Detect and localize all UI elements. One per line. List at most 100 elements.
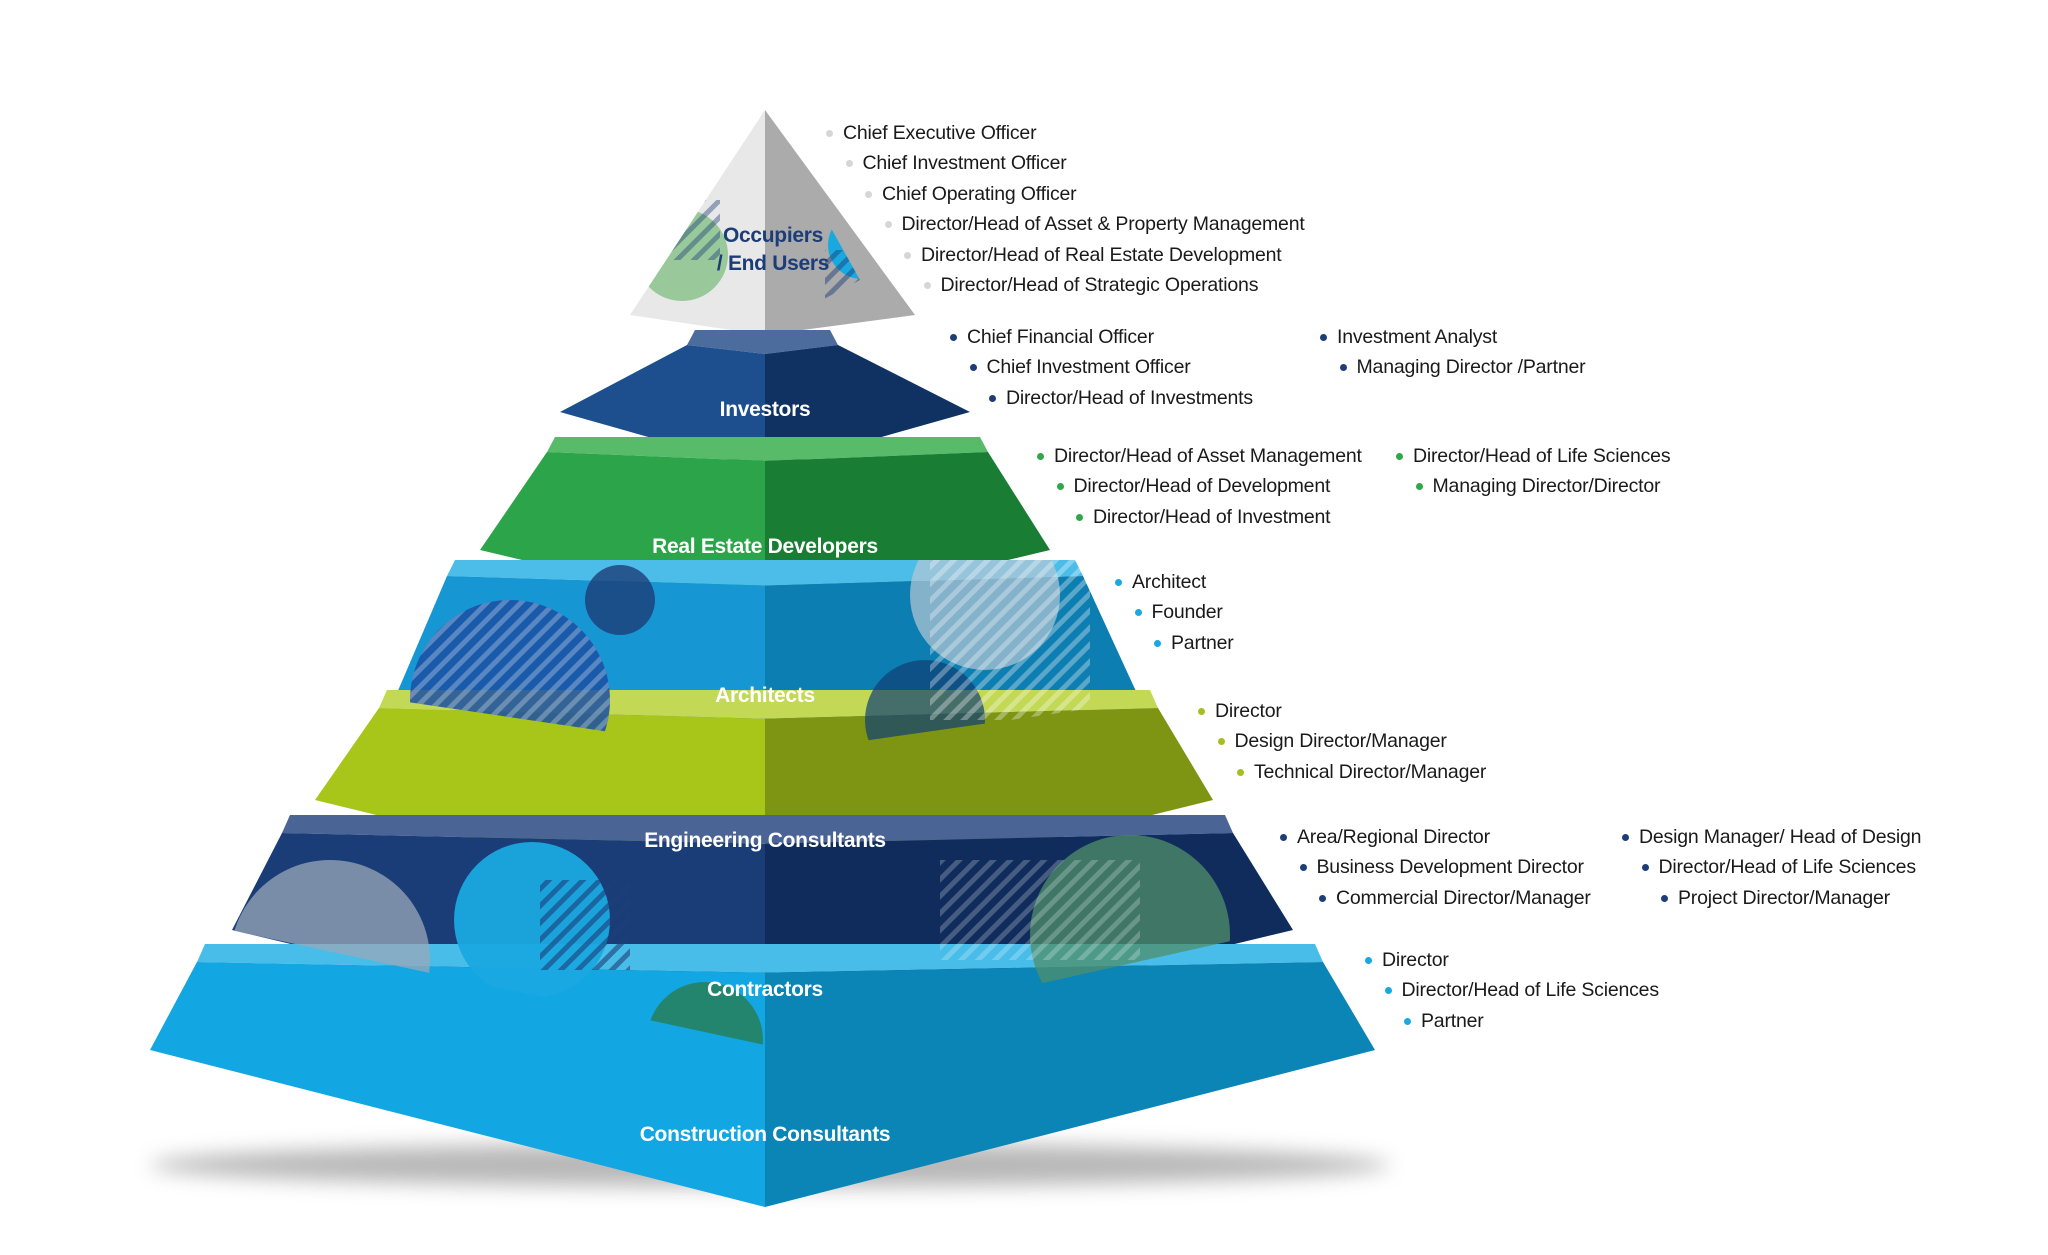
bullet-dot-icon (969, 364, 977, 372)
role-text: Investment Analyst (1337, 326, 1498, 348)
tier-construction-consultants-left-face (150, 962, 765, 1207)
bullet-dot-icon (826, 130, 833, 137)
bullet-dot-icon (1661, 894, 1668, 902)
role-item: Director/Head of Life Sciences (1622, 852, 1921, 882)
bullet-dot-icon (1404, 1017, 1411, 1025)
role-item: Chief Financial Officer (950, 322, 1253, 352)
bullet-dot-icon (1237, 768, 1244, 776)
role-text: Director (1382, 949, 1449, 971)
role-item: Director/Head of Development (1037, 471, 1362, 501)
role-text: Chief Financial Officer (967, 326, 1154, 348)
role-text: Director (1215, 700, 1282, 722)
role-item: Founder (1115, 597, 1234, 627)
role-text: Technical Director/Manager (1254, 760, 1487, 783)
bullet-dot-icon (884, 221, 892, 229)
bullet-dot-icon (1115, 579, 1122, 586)
role-text: Director/Head of Strategic Operations (940, 273, 1259, 296)
role-item: Area/Regional Director (1280, 822, 1591, 852)
role-item: Director/Head of Asset Management (1037, 441, 1362, 471)
role-text: Design Manager/ Head of Design (1639, 826, 1922, 848)
bullet-dot-icon (904, 251, 911, 259)
bullet-dot-icon (1299, 864, 1307, 872)
role-item: Architect (1115, 567, 1234, 597)
role-item: Director/Head of Life Sciences (1365, 975, 1659, 1005)
bullet-dot-icon (845, 160, 853, 168)
role-item: Director/Head of Investments (950, 383, 1253, 413)
role-text: Managing Director /Partner (1356, 356, 1586, 379)
role-text: Partner (1171, 631, 1234, 654)
role-text: Commercial Director/Manager (1336, 886, 1591, 909)
bullet-dot-icon (1198, 708, 1205, 715)
bullet-dot-icon (1415, 483, 1423, 491)
bullet-dot-icon (865, 190, 872, 198)
bullet-dot-icon (1384, 987, 1392, 995)
role-item: Project Director/Manager (1622, 883, 1921, 913)
role-text: Director/Head of Life Sciences (1658, 856, 1917, 879)
tier-label-investors: Investors (719, 398, 811, 421)
bullet-dot-icon (1396, 453, 1403, 460)
tier-label-contractors: Contractors (707, 978, 823, 1001)
tier-investors-rim (687, 330, 838, 354)
bullet-dot-icon (1641, 864, 1649, 872)
role-item: Commercial Director/Manager (1280, 883, 1591, 913)
bullet-dot-icon (950, 334, 957, 341)
role-item: Director/Head of Real Estate Development (826, 240, 1305, 270)
bullet-dot-icon (989, 394, 996, 402)
role-text: Director/Head of Life Sciences (1413, 445, 1671, 467)
tier-label-architects: Architects (715, 684, 815, 707)
role-item: Managing Director/Director (1396, 471, 1670, 501)
role-text: Area/Regional Director (1297, 826, 1490, 848)
role-text: Architect (1132, 571, 1207, 593)
bullet-dot-icon (1365, 957, 1372, 964)
tier-label-construction-consultants: Construction Consultants (639, 1123, 891, 1146)
role-item: Director (1198, 696, 1486, 726)
bullet-dot-icon (1037, 453, 1044, 460)
role-item: Director/Head of Asset & Property Manage… (826, 209, 1305, 239)
role-item: Chief Operating Officer (826, 179, 1305, 209)
bullet-dot-icon (1319, 894, 1326, 902)
role-item: Partner (1115, 628, 1234, 658)
tier-real-estate-developers-rim (547, 437, 988, 461)
tier-occupiers-right-face (765, 110, 915, 335)
role-item: Chief Investment Officer (826, 148, 1305, 178)
role-text: Director/Head of Investment (1093, 505, 1331, 528)
role-text: Director/Head of Asset Management (1054, 445, 1362, 467)
bullet-dot-icon (1154, 639, 1161, 647)
role-item: Design Director/Manager (1198, 726, 1486, 756)
role-text: Chief Investment Officer (986, 356, 1191, 379)
role-item: Technical Director/Manager (1198, 757, 1486, 787)
tier-label-real-estate-developers: Real Estate Developers (652, 535, 878, 558)
bullet-dot-icon (1280, 834, 1287, 841)
bullet-dot-icon (1622, 834, 1629, 841)
role-text: Chief Operating Officer (882, 182, 1077, 205)
tier-contractors-rim (282, 815, 1233, 844)
bullet-dot-icon (923, 281, 931, 289)
role-item: Design Manager/ Head of Design (1622, 822, 1922, 852)
role-item: Chief Executive Officer (826, 118, 1305, 148)
role-text: Director/Head of Asset & Property Manage… (901, 213, 1305, 236)
role-text: Design Director/Manager (1234, 730, 1447, 753)
role-text: Director/Head of Life Sciences (1401, 979, 1660, 1002)
role-text: Founder (1151, 601, 1223, 624)
bullet-dot-icon (1134, 609, 1142, 617)
role-text: Project Director/Manager (1678, 886, 1890, 909)
role-text: Chief Executive Officer (843, 122, 1037, 144)
role-item: Business Development Director (1280, 852, 1591, 882)
bullet-dot-icon (1339, 364, 1347, 372)
tier-label-engineering-consultants: Engineering Consultants (644, 829, 886, 852)
role-text: Business Development Director (1316, 856, 1585, 879)
role-item: Chief Investment Officer (950, 352, 1253, 382)
role-text: Director/Head of Investments (1006, 386, 1253, 409)
tier-construction-consultants-right-face (765, 962, 1375, 1207)
role-text: Director/Head of Real Estate Development (921, 243, 1282, 266)
